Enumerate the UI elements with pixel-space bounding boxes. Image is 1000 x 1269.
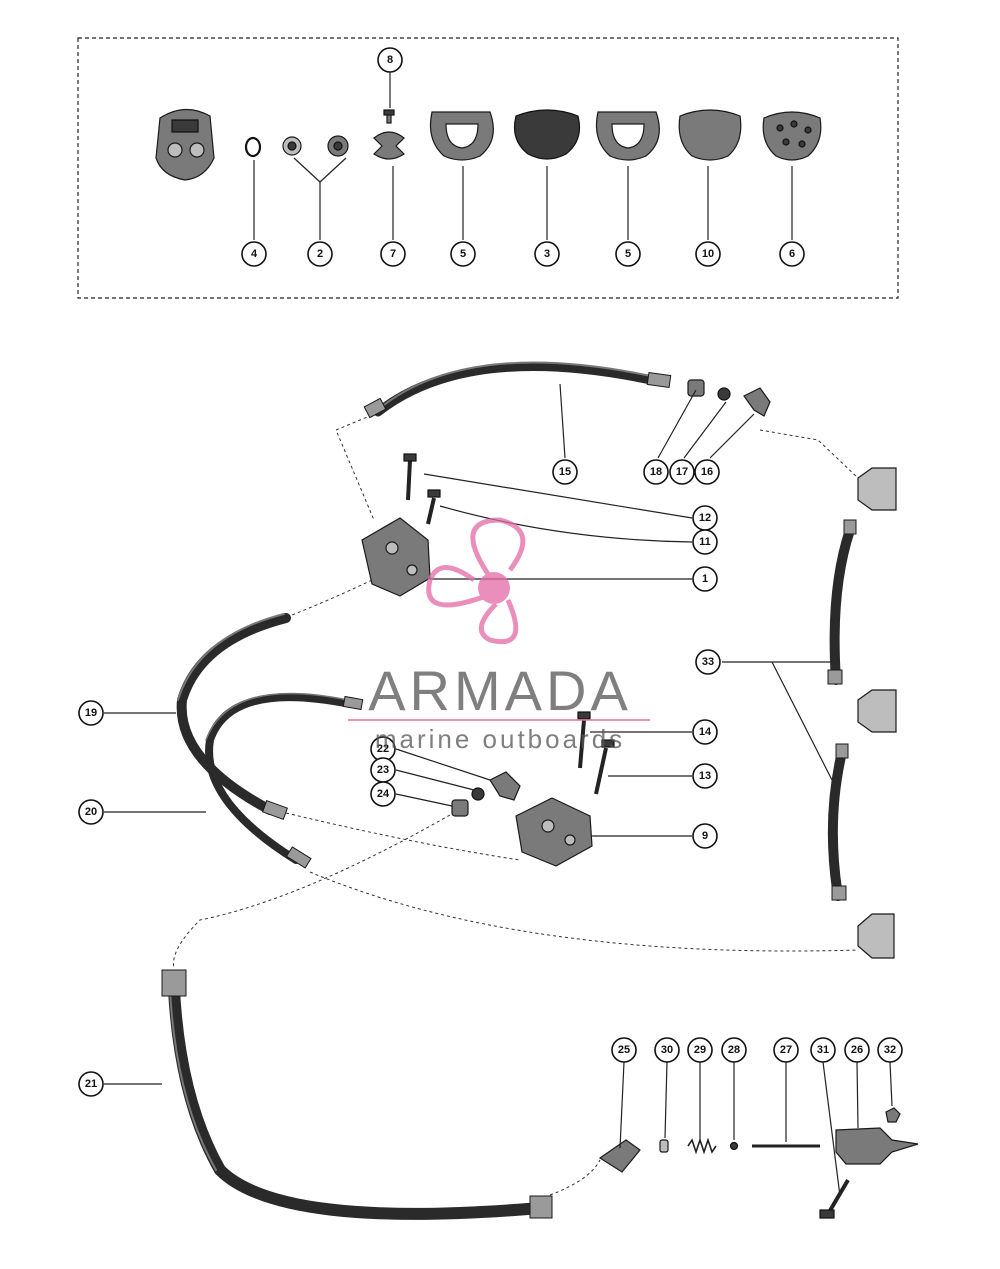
callout-main-1: 1 — [692, 566, 718, 592]
hose-top — [363, 361, 672, 419]
callout-main-11: 11 — [692, 529, 718, 555]
callout-inset-6: 6 — [779, 241, 805, 267]
inset-o-ring — [244, 136, 262, 158]
callout-main-28: 28 — [721, 1037, 747, 1063]
callout-number: 10 — [702, 248, 714, 260]
hose-19 — [176, 613, 291, 821]
callout-number: 14 — [699, 726, 712, 738]
inset-screw — [383, 109, 395, 124]
callout-inset-2: 2 — [307, 241, 333, 267]
callout-number: 33 — [702, 656, 714, 668]
callout-inset-8: 8 — [377, 47, 403, 73]
callout-number: 25 — [618, 1044, 630, 1056]
callout-number: 19 — [85, 707, 97, 719]
callout-number: 31 — [817, 1044, 829, 1056]
inset-cover — [762, 111, 822, 161]
callout-main-27: 27 — [773, 1037, 799, 1063]
callout-main-19: 19 — [78, 700, 104, 726]
callout-main-23: 23 — [370, 757, 396, 783]
callout-number: 27 — [780, 1044, 792, 1056]
watermark: ARMADA marine outboards — [348, 517, 650, 754]
callout-number: 23 — [377, 764, 389, 776]
fittings-middle — [451, 771, 521, 817]
screws-upper — [403, 453, 441, 525]
callout-main-16: 16 — [694, 459, 720, 485]
callout-number: 5 — [460, 248, 466, 260]
callout-inset-5: 5 — [615, 241, 641, 267]
callout-number: 11 — [699, 536, 711, 548]
callout-number: 22 — [377, 743, 389, 755]
inset-leaders — [253, 72, 793, 240]
hose-21 — [161, 969, 553, 1220]
hose-33 — [827, 467, 897, 959]
inset-plate — [678, 109, 742, 161]
callout-main-26: 26 — [844, 1037, 870, 1063]
callout-number: 5 — [625, 248, 631, 260]
watermark-brand: ARMADA — [368, 659, 632, 722]
callout-number: 24 — [377, 788, 390, 800]
callout-main-12: 12 — [692, 505, 718, 531]
fittings-top — [687, 379, 771, 417]
callout-number: 28 — [728, 1044, 740, 1056]
pump-body-lower — [515, 797, 593, 867]
callout-main-30: 30 — [654, 1037, 680, 1063]
callout-main-22: 22 — [370, 736, 396, 762]
callout-main-24: 24 — [370, 781, 396, 807]
callout-inset-7: 7 — [380, 241, 406, 267]
connector-assembly — [598, 1107, 919, 1219]
callout-number: 18 — [650, 466, 662, 478]
callout-number: 21 — [85, 1078, 97, 1090]
callout-main-15: 15 — [552, 459, 578, 485]
inset-check-valves — [282, 135, 349, 157]
callout-number: 16 — [701, 466, 713, 478]
callout-number: 26 — [851, 1044, 863, 1056]
callout-main-29: 29 — [687, 1037, 713, 1063]
callout-number: 9 — [702, 830, 708, 842]
inset-gasket-a — [429, 111, 494, 161]
callout-number: 3 — [544, 248, 550, 260]
callout-main-33: 33 — [695, 649, 721, 675]
dashed-connectors — [173, 414, 859, 1196]
callout-number: 13 — [699, 770, 711, 782]
callout-inset-4: 4 — [241, 241, 267, 267]
callout-number: 8 — [387, 54, 393, 66]
callout-main-17: 17 — [669, 459, 695, 485]
callout-number: 12 — [699, 512, 711, 524]
propeller-logo — [426, 517, 526, 644]
callout-main-9: 9 — [692, 823, 718, 849]
callout-number: 20 — [85, 806, 97, 818]
callout-main-13: 13 — [692, 763, 718, 789]
callout-main-21: 21 — [78, 1071, 104, 1097]
inset-panel — [77, 37, 899, 299]
pump-body-upper — [361, 517, 431, 597]
callout-main-31: 31 — [810, 1037, 836, 1063]
callout-number: 6 — [789, 248, 795, 260]
callout-number: 17 — [676, 466, 688, 478]
callout-main-14: 14 — [692, 719, 718, 745]
callout-main-32: 32 — [877, 1037, 903, 1063]
callout-main-25: 25 — [611, 1037, 637, 1063]
callout-inset-3: 3 — [534, 241, 560, 267]
inset-diaphragm — [513, 109, 581, 160]
callout-inset-10: 10 — [695, 241, 721, 267]
callout-number: 7 — [390, 248, 396, 260]
callout-number: 2 — [317, 248, 323, 260]
hose-20 — [205, 692, 364, 869]
callout-number: 1 — [702, 573, 708, 585]
callout-number: 32 — [884, 1044, 896, 1056]
callout-number: 30 — [661, 1044, 673, 1056]
inset-retainer — [373, 131, 405, 160]
inset-pump-body — [155, 108, 215, 181]
watermark-tagline: marine outboards — [375, 724, 625, 754]
callout-main-20: 20 — [78, 799, 104, 825]
callout-number: 29 — [694, 1044, 706, 1056]
main-leaders — [104, 383, 893, 1197]
callout-main-18: 18 — [643, 459, 669, 485]
callout-number: 15 — [559, 466, 571, 478]
callout-inset-5: 5 — [450, 241, 476, 267]
callout-number: 4 — [251, 248, 258, 260]
inset-gasket-b — [595, 111, 660, 161]
